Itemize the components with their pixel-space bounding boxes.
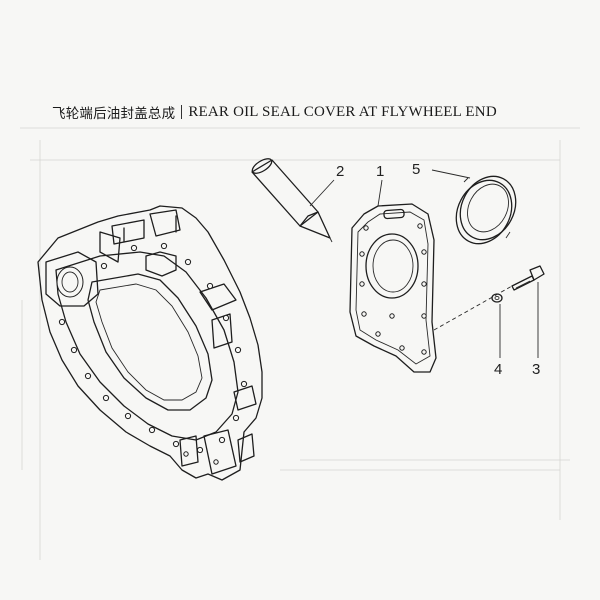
callout-2: 2: [336, 163, 344, 180]
callout-3: 3: [532, 361, 540, 378]
housing-bolt-holes: [58, 242, 248, 465]
callout-4: 4: [494, 361, 502, 378]
leader-line-1: [377, 179, 383, 207]
part-2-sealant-tube: [251, 158, 335, 243]
title-english: REAR OIL SEAL COVER AT FLYWHEEL END: [188, 103, 497, 120]
cover-bolt-holes: [359, 223, 427, 355]
part-5-oil-seal-ring: [431, 169, 517, 245]
diagram-title: 飞轮端后油封盖总成 REAR OIL SEAL COVER AT FLYWHEE…: [52, 102, 497, 123]
leader-line-5: [431, 169, 471, 179]
part-4-washer: [491, 293, 503, 358]
title-separator: [181, 105, 183, 119]
title-chinese: 飞轮端后油封盖总成: [52, 106, 176, 122]
background-ghost-lines: [20, 127, 580, 560]
leader-line-2: [309, 179, 335, 207]
flywheel-housing: [37, 205, 263, 481]
part-1-seal-cover-plate: [349, 179, 437, 373]
assembly-axis-dashed: [433, 285, 513, 331]
callout-5: 5: [412, 161, 420, 178]
part-3-bolt: [511, 265, 545, 358]
callout-1: 1: [376, 163, 384, 180]
